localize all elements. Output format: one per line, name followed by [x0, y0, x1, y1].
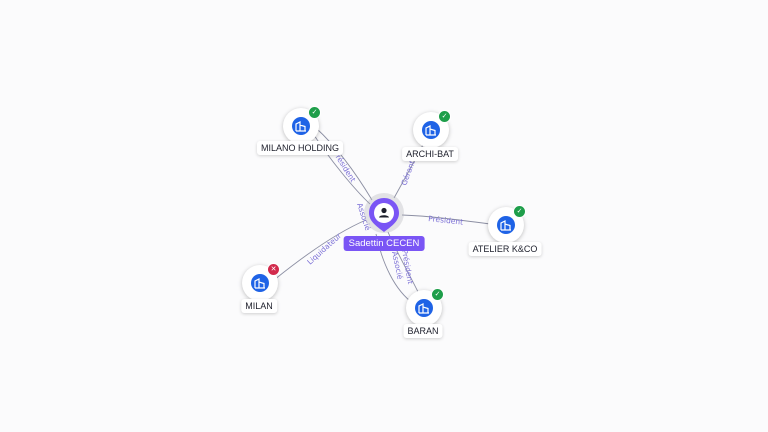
check-icon: ✓: [438, 110, 451, 123]
building-icon: [251, 274, 269, 292]
check-icon: ✓: [308, 106, 321, 119]
company-node-milano-holding[interactable]: ✓: [283, 106, 321, 144]
building-icon: [422, 121, 440, 139]
building-icon: [415, 299, 433, 317]
center-person-label[interactable]: Sadettin CECEN: [343, 236, 425, 251]
edge-label: Président: [428, 214, 464, 227]
edge-milano-president: [314, 126, 373, 201]
edge-milan-liquidateur: [272, 219, 367, 282]
edge-milano-associe: [311, 130, 371, 205]
person-icon: [369, 198, 399, 232]
check-icon: ✓: [431, 288, 444, 301]
company-label-milano-holding[interactable]: MILANO HOLDING: [256, 141, 344, 155]
company-node-archi-bat[interactable]: ✓: [413, 110, 451, 148]
cross-icon: ✕: [267, 263, 280, 276]
company-node-baran[interactable]: ✓: [406, 288, 444, 326]
building-icon: [497, 216, 515, 234]
company-label-atelier-kco[interactable]: ATELIER K&CO: [468, 242, 542, 256]
edge-atelier-president: [401, 214, 492, 226]
company-label-archi-bat[interactable]: ARCHI-BAT: [402, 147, 458, 161]
check-icon: ✓: [513, 205, 526, 218]
company-node-atelier-kco[interactable]: ✓: [488, 205, 526, 243]
company-label-baran[interactable]: BARAN: [403, 324, 443, 338]
company-node-milan[interactable]: ✕: [242, 263, 280, 301]
building-icon: [292, 117, 310, 135]
edge-label: Gérant: [399, 159, 416, 186]
edge-label: Liquidateur: [305, 231, 343, 267]
center-person-node[interactable]: [367, 196, 401, 239]
company-label-milan[interactable]: MILAN: [241, 299, 277, 313]
